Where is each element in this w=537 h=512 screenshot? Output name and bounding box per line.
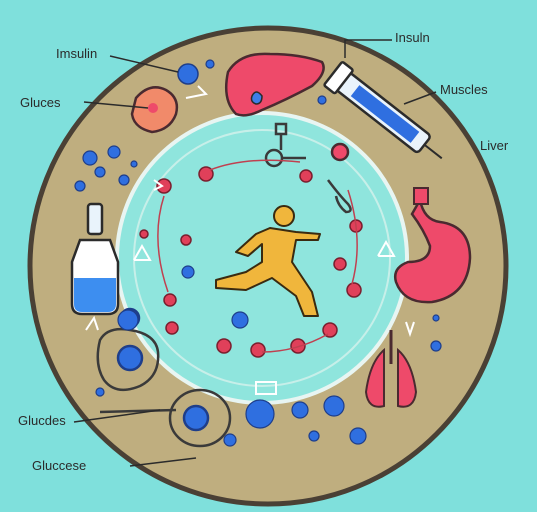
glucose-molecule-icon [177, 63, 199, 85]
insuln-leader [344, 39, 392, 58]
insulin-leader-left [109, 55, 179, 73]
label-muscles: Muscles [440, 82, 488, 97]
runner-icon [215, 205, 321, 317]
syringe-icon [323, 61, 443, 160]
flow-arrows [85, 85, 415, 395]
label-insulin-left: Imsulin [56, 46, 98, 61]
liver-icon [225, 52, 325, 117]
label-liver: Liver [480, 138, 509, 153]
glucdes-leader [73, 409, 161, 423]
glucose-dots-blue [74, 59, 442, 447]
flow-arrows-red [157, 159, 358, 353]
label-glucdes: Glucdes [18, 413, 66, 428]
key-icon [264, 122, 352, 214]
pancreas-icon [130, 86, 179, 134]
label-gluces: Gluces [20, 95, 61, 110]
glucese-leader [129, 457, 197, 467]
insulin-vial-icon [70, 202, 120, 316]
gluces-leader [83, 101, 149, 109]
lungs-icon [364, 330, 418, 408]
label-glucese: Gluccese [32, 458, 87, 473]
stomach-icon [394, 187, 472, 304]
label-insulin-right: Insuln [395, 30, 430, 45]
muscles-leader [403, 91, 437, 105]
